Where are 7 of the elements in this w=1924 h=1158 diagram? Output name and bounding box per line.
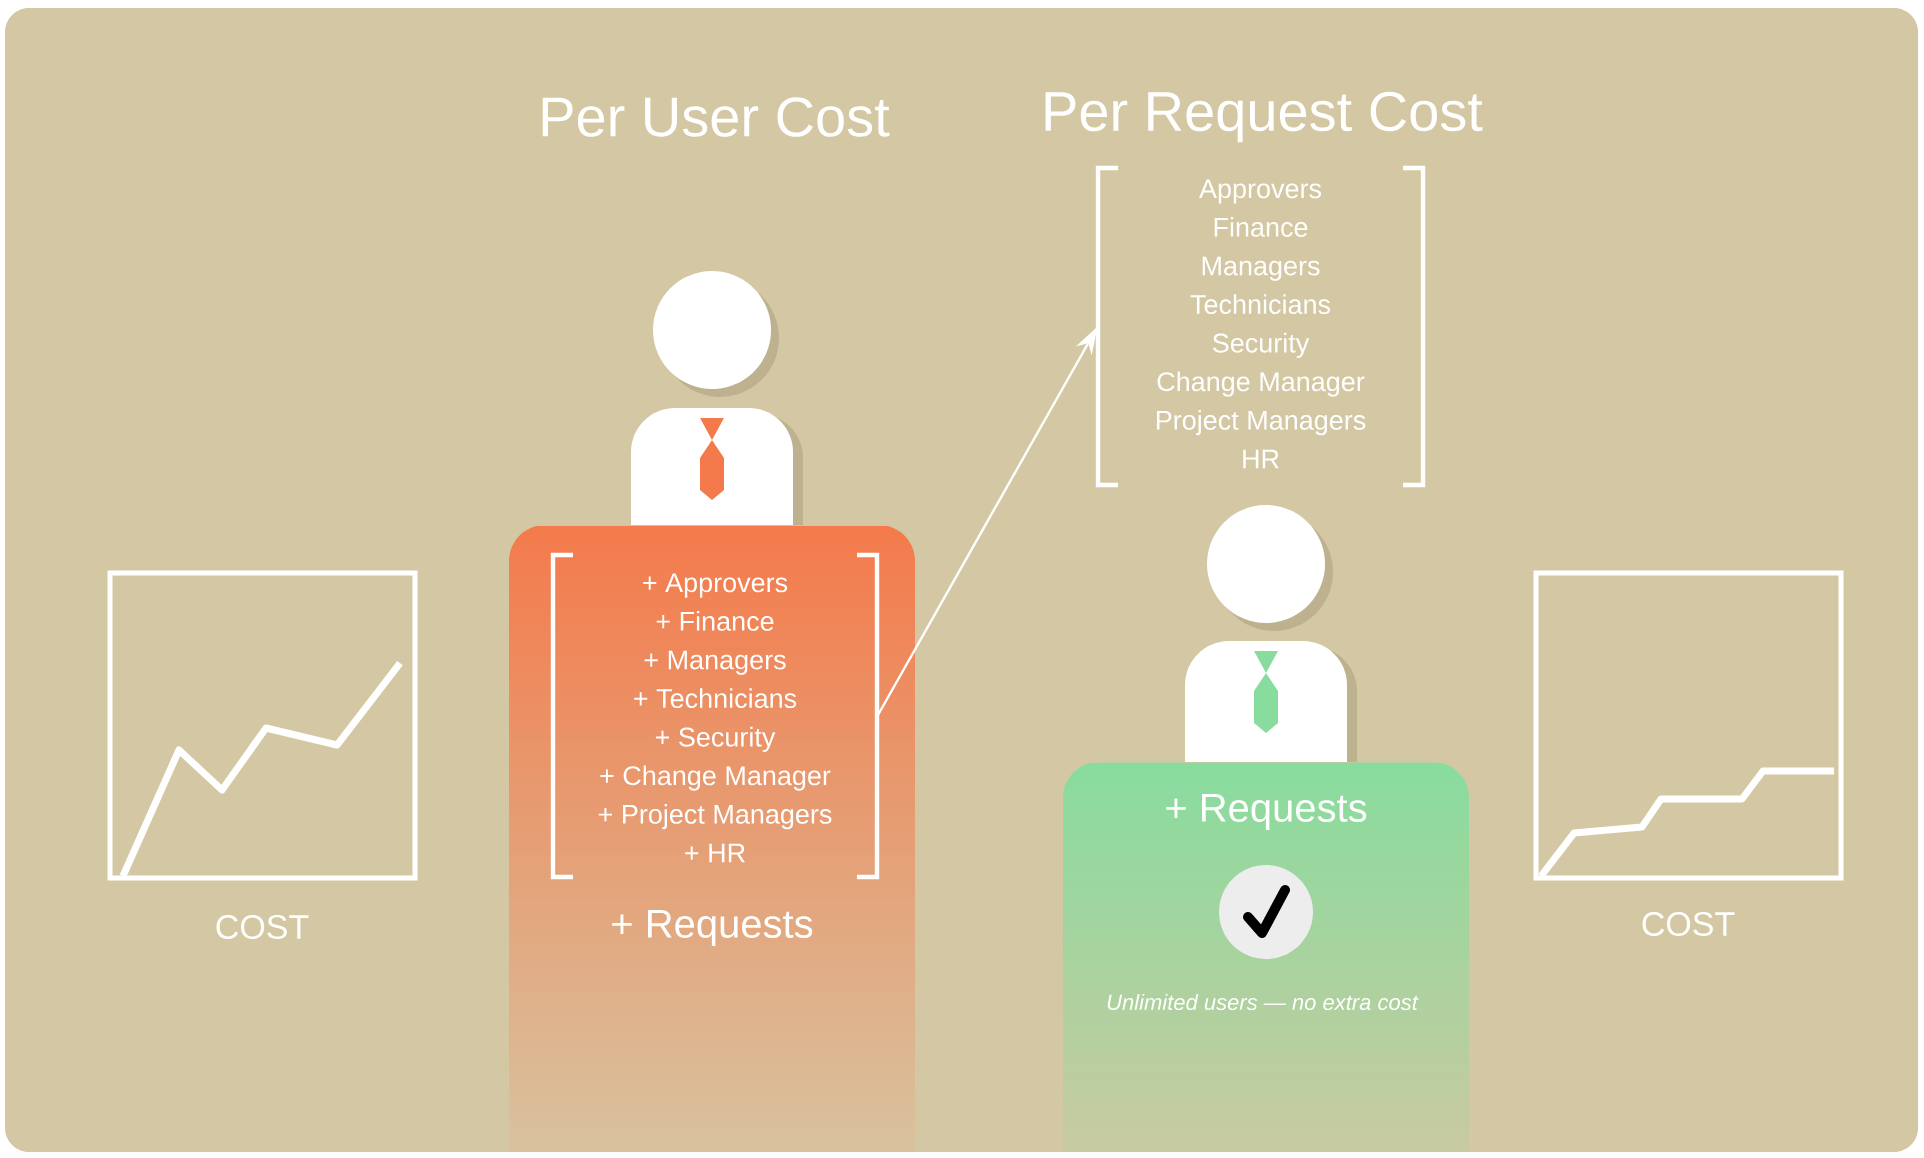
column-panel: + Requests Unlimited users — no extra cost [1063, 762, 1469, 1152]
bracket-list: + Approvers + Finance + Managers + Technicians + Security + Change Manager + Project Managers + HR [550, 552, 880, 880]
chart-label: COST [216, 914, 309, 940]
bracket-list: Approvers Finance Managers Technicians Security Change Manager Project Managers HR [1095, 165, 1426, 488]
node-label: + Requests [612, 910, 813, 946]
section-heading: Per User Cost [542, 97, 890, 137]
chart-label: COST [1642, 911, 1735, 937]
